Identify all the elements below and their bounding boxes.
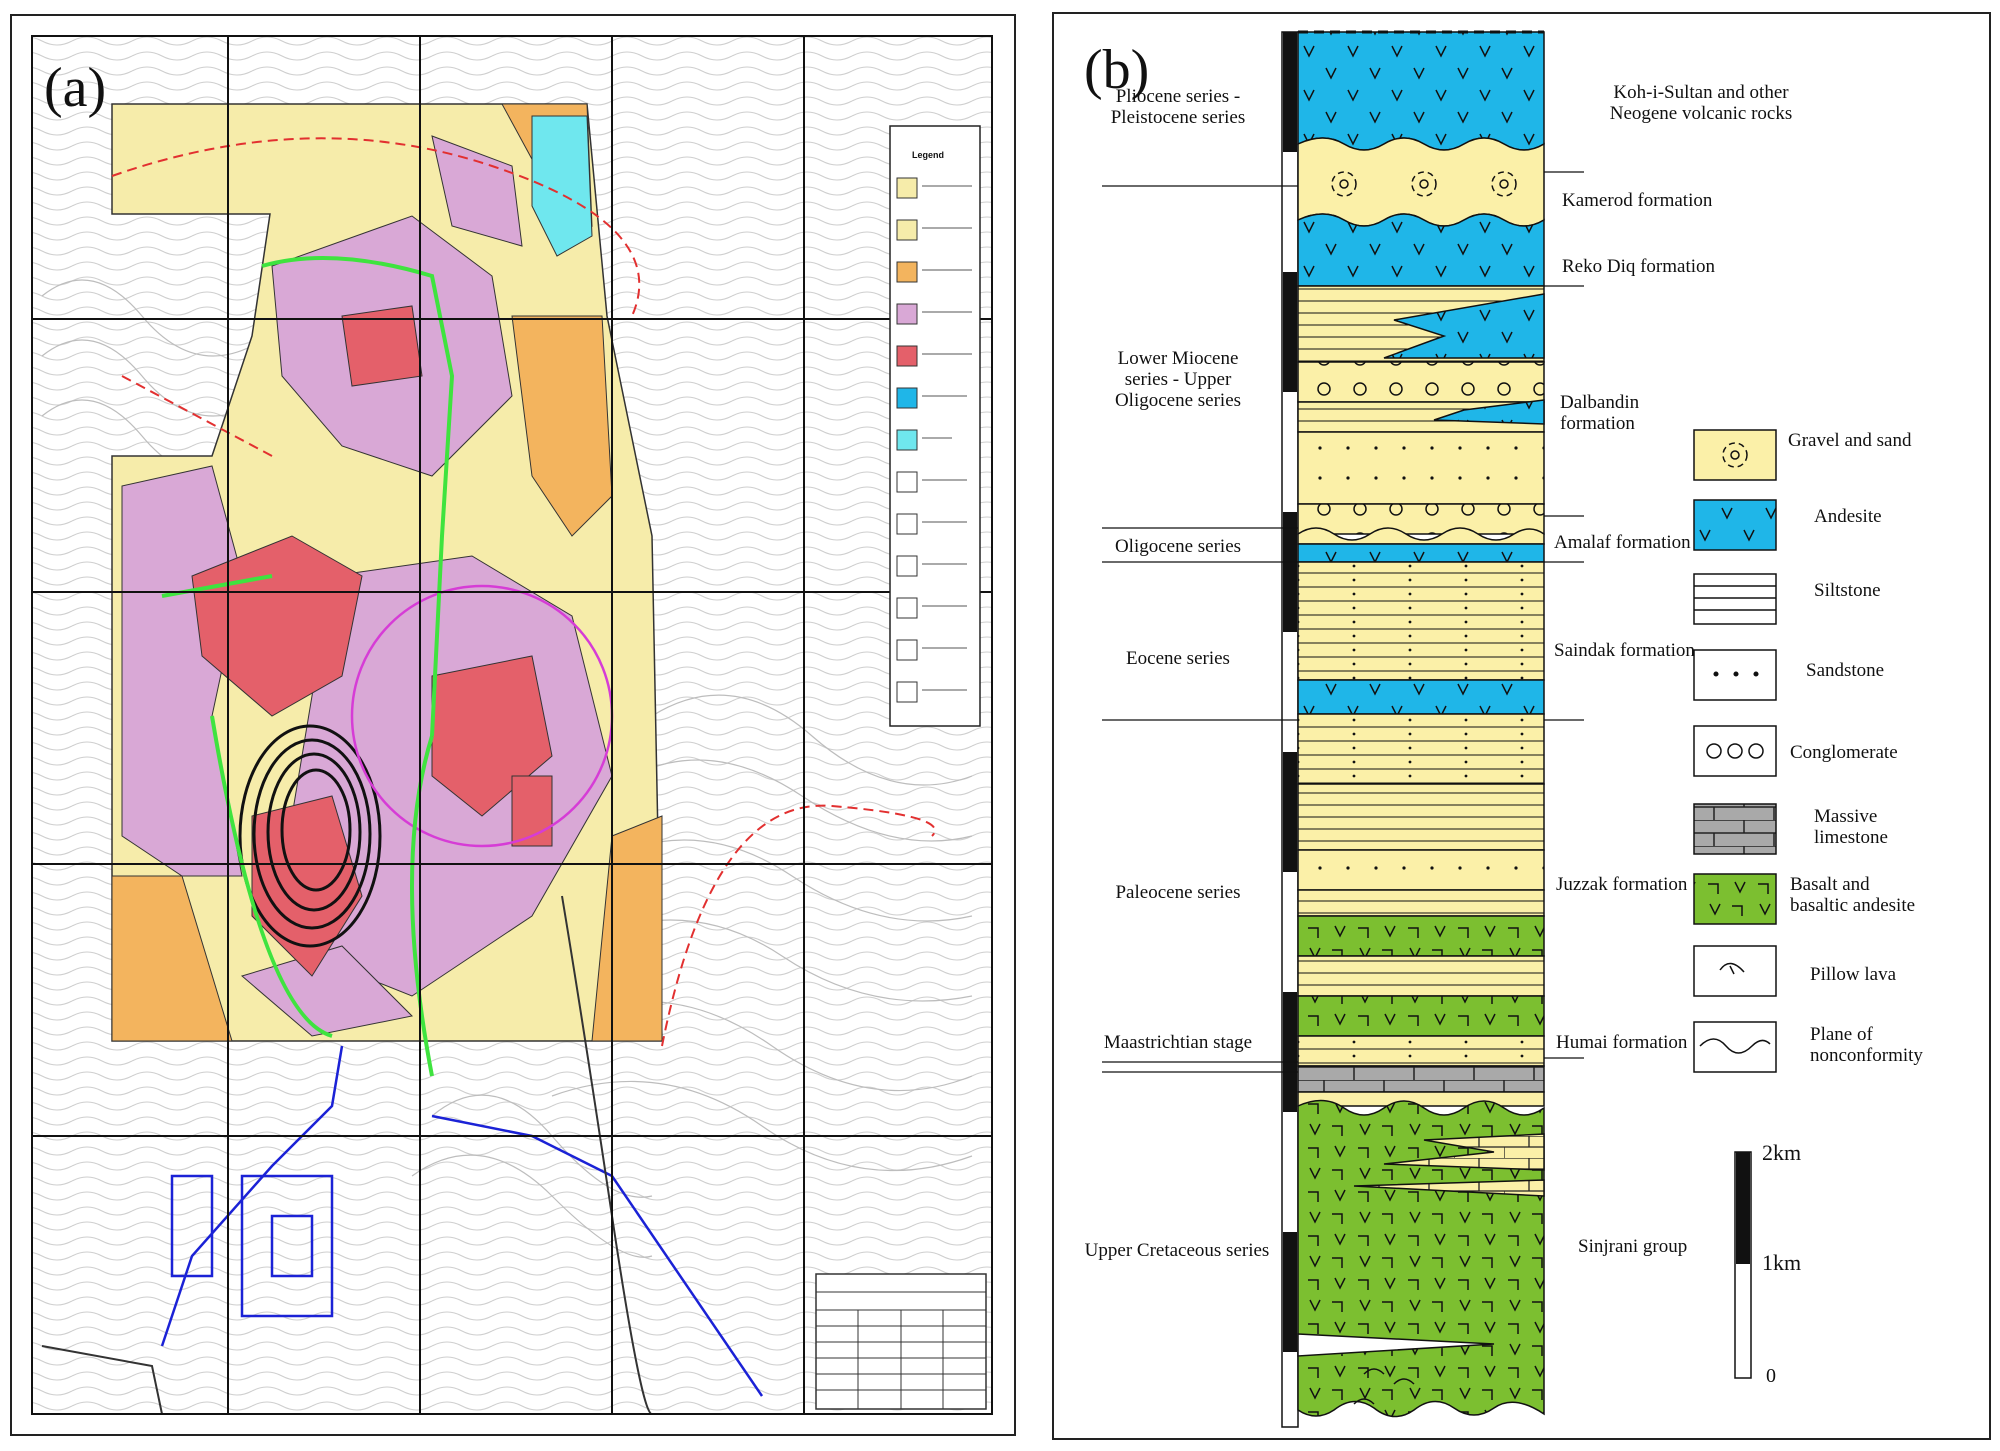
layer-dalbandin-nonconformity xyxy=(1297,527,1545,545)
layer-paleocene-sandstone xyxy=(1297,849,1545,891)
panel-b-label: (b) xyxy=(1084,39,1150,101)
map-title-block xyxy=(815,1273,987,1410)
vertical-scale-bar xyxy=(1734,1151,1752,1379)
map-legend-title: Legend xyxy=(912,150,945,160)
scale-label-0: 0 xyxy=(1766,1365,1776,1387)
map-frame xyxy=(31,35,993,1415)
layer-sinjrani-limestone-tongue-2 xyxy=(1353,1179,1545,1197)
geology-red-unit-5 xyxy=(511,775,553,847)
panel-a-label: (a) xyxy=(44,57,107,119)
legend-pillow-lava-label: Pillow lava xyxy=(1810,964,1897,985)
open-pit-rings xyxy=(238,724,382,948)
series-cretaceous: Upper Cretaceous series xyxy=(1084,1240,1270,1261)
layer-paleocene-silt-1 xyxy=(1297,783,1545,851)
gravel-symbols xyxy=(1331,171,1517,197)
layer-sinjrani-limestone-tongue xyxy=(1383,1133,1545,1171)
layer-juzzak-basalt-2 xyxy=(1297,995,1545,1037)
series-oligocene: Oligocene series xyxy=(1114,536,1242,557)
geological-map-svg xyxy=(31,35,993,1415)
map-grid xyxy=(32,36,992,1414)
infrastructure-lines xyxy=(160,1045,764,1397)
layer-eocene-sandsilt xyxy=(1297,713,1545,785)
legend-andesite-label: Andesite xyxy=(1814,506,1882,527)
series-paleocene: Paleocene series xyxy=(1115,882,1241,903)
boundary-lines xyxy=(1102,171,1584,1073)
formation-koh-i-sultan: Koh-i-Sultan and other Neogene volcanic … xyxy=(1609,82,1793,124)
formation-saindak: Saindak formation xyxy=(1554,640,1695,661)
layer-saindak xyxy=(1297,561,1545,681)
column-side-scale xyxy=(1281,31,1299,1428)
series-miocene: Lower Miocene series - Upper Oligocene s… xyxy=(1114,348,1242,411)
legend-basalt-label: Basalt and basaltic andesite xyxy=(1790,874,1916,916)
legend-sandstone-label: Sandstone xyxy=(1806,660,1885,681)
layer-juzzak-sandsilt xyxy=(1297,1035,1545,1067)
formation-kamerod: Kamerod formation xyxy=(1562,190,1713,211)
layer-juzzak-silt xyxy=(1297,955,1545,997)
formation-reko-diq: Reko Diq formation xyxy=(1562,256,1716,277)
stratigraphic-column-svg xyxy=(1102,30,1777,1428)
legend-gravel-label: Gravel and sand xyxy=(1788,430,1912,451)
formation-amalaf: Amalaf formation xyxy=(1554,532,1691,553)
layer-dalbandin-andesite-tongue-2 xyxy=(1433,399,1545,425)
layer-eocene-andesite xyxy=(1297,679,1545,715)
geology-orange-unit-2 xyxy=(511,315,613,537)
layer-sinjrani-pillow-wedge xyxy=(1297,1333,1495,1357)
legend-nonconformity-label: Plane of nonconformity xyxy=(1810,1024,1923,1066)
geology-red-unit-4 xyxy=(341,305,423,387)
strat-column-layers xyxy=(1297,31,1545,1418)
series-pliocene: Pliocene series - Pleistocene series xyxy=(1110,86,1246,128)
geological-map-panel: (a) Legend xyxy=(10,14,1016,1436)
layer-reko-diq xyxy=(1297,213,1545,287)
road-lines xyxy=(41,895,653,1415)
map-legend-swatches xyxy=(896,177,918,703)
layer-humai-limestone xyxy=(1297,1065,1545,1093)
formation-sinjrani: Sinjrani group xyxy=(1578,1236,1688,1257)
map-legend-box xyxy=(889,125,981,727)
layer-dalbandin-sandstone xyxy=(1297,431,1545,505)
series-maastrichtian: Maastrichtian stage xyxy=(1103,1032,1253,1053)
map-legend-text-lines xyxy=(922,185,972,691)
geology-orange-unit-3 xyxy=(111,875,233,1042)
stratigraphic-column-panel: (b) Pliocene series - Pleistocene series… xyxy=(1052,12,1991,1440)
geology-cyan-unit xyxy=(531,115,593,257)
layer-paleocene-silt-2 xyxy=(1297,889,1545,917)
layer-dalbandin-andesite-tongue-1 xyxy=(1383,293,1545,359)
fault-lines xyxy=(111,137,936,1047)
series-eocene: Eocene series xyxy=(1126,648,1230,669)
formation-humai: Humai formation xyxy=(1556,1032,1688,1053)
formation-dalbandin: Dalbandin formation xyxy=(1560,392,1640,434)
layer-dalbandin-conglomerate-2 xyxy=(1297,503,1545,535)
geology-purple-unit-4 xyxy=(431,135,523,247)
layer-juzzak-basalt-1 xyxy=(1297,915,1545,957)
scale-label-1km: 1km xyxy=(1762,1250,1802,1275)
column-legend-swatches xyxy=(1693,429,1777,1073)
legend-siltstone-label: Siltstone xyxy=(1814,580,1881,601)
legend-limestone-label: Massive limestone xyxy=(1814,806,1888,848)
legend-conglomerate-label: Conglomerate xyxy=(1790,742,1898,763)
formation-juzzak: Juzzak formation xyxy=(1556,874,1688,895)
layer-dalbandin-conglomerate-1 xyxy=(1297,361,1545,403)
layer-koh-i-sultan xyxy=(1297,31,1545,151)
layer-amalaf xyxy=(1297,543,1545,563)
scale-label-2km: 2km xyxy=(1762,1140,1802,1165)
